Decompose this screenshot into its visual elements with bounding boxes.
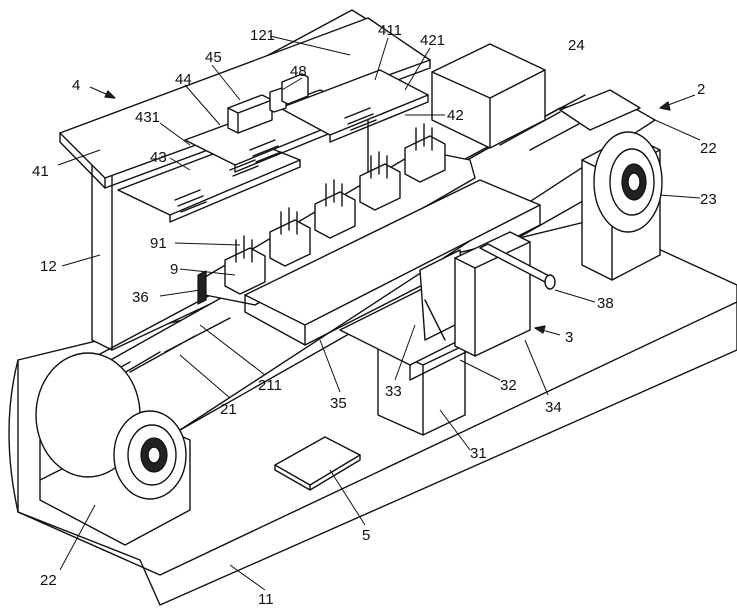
label-421: 421 xyxy=(420,32,445,49)
label-21: 21 xyxy=(220,401,237,418)
label-38: 38 xyxy=(597,295,614,312)
label-2: 2 xyxy=(697,81,705,98)
label-36: 36 xyxy=(132,289,149,306)
label-431: 431 xyxy=(135,109,160,126)
label-45: 45 xyxy=(205,49,222,66)
label-22-front: 22 xyxy=(40,572,57,589)
label-34: 34 xyxy=(545,399,562,416)
label-42: 42 xyxy=(447,107,464,124)
label-43: 43 xyxy=(150,149,167,166)
label-23: 23 xyxy=(700,191,717,208)
label-12: 12 xyxy=(40,258,57,275)
label-11: 11 xyxy=(258,591,274,608)
label-35: 35 xyxy=(330,395,347,412)
label-41: 41 xyxy=(32,163,49,180)
label-121: 121 xyxy=(250,27,275,44)
label-3: 3 xyxy=(565,329,573,346)
label-32: 32 xyxy=(500,377,517,394)
label-9: 9 xyxy=(170,261,178,278)
label-411: 411 xyxy=(378,22,402,39)
label-31: 31 xyxy=(470,445,487,462)
label-48: 48 xyxy=(290,63,307,80)
label-24: 24 xyxy=(568,37,585,54)
label-5: 5 xyxy=(362,527,370,544)
label-33: 33 xyxy=(385,383,402,400)
label-211: 211 xyxy=(258,377,282,394)
label-22-rear: 22 xyxy=(700,140,717,157)
label-91: 91 xyxy=(150,235,167,252)
label-4: 4 xyxy=(72,77,80,94)
label-44: 44 xyxy=(175,71,192,88)
